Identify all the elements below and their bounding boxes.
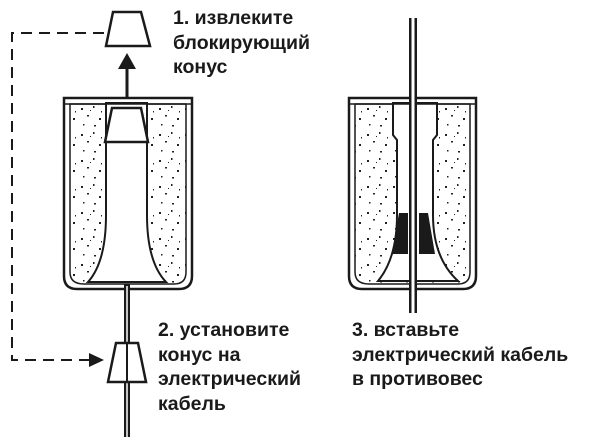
counterweight-right — [347, 96, 478, 291]
extract-arrow-head — [118, 53, 136, 69]
counterweight-left-cone-seat — [103, 106, 150, 144]
counterweight-right-outline — [347, 96, 478, 291]
counterweight-left-inner-wall — [69, 103, 187, 285]
step-3-line-3: в противовес — [352, 368, 483, 390]
step-3-caption: 3. вставьте электрический кабель в проти… — [352, 318, 568, 392]
extracted-locking-cone — [104, 10, 152, 48]
counterweight-right-cone-left — [392, 213, 408, 254]
step-2-line-3: электрический — [158, 368, 301, 390]
step-1-line-2: блокирующий — [173, 31, 310, 54]
dashed-return-path — [11, 32, 104, 361]
step-2-caption: 2. установите конус на электрический каб… — [158, 318, 301, 416]
step-2-line-1: 2. установите — [158, 319, 290, 341]
step-3-line-2: электрический кабель — [352, 343, 569, 366]
counterweight-right-inner-wall — [354, 103, 471, 285]
dashed-path-arrowhead — [89, 353, 104, 367]
counterweight-right-cone-right — [419, 213, 435, 254]
step-3-line-1: 3. вставьте — [352, 319, 460, 341]
step-1-line-3: конус — [173, 56, 228, 78]
counterweight-left — [62, 96, 194, 291]
step-2-line-4: кабель — [158, 392, 226, 415]
step-1-line-1: 1. извлеките — [173, 7, 294, 29]
step-1-caption: 1. извлеките блокирующий конус — [173, 6, 310, 80]
step-2-line-2: конус на — [158, 343, 241, 366]
counterweight-left-channel — [85, 102, 169, 283]
counterweight-left-outline — [62, 96, 194, 291]
